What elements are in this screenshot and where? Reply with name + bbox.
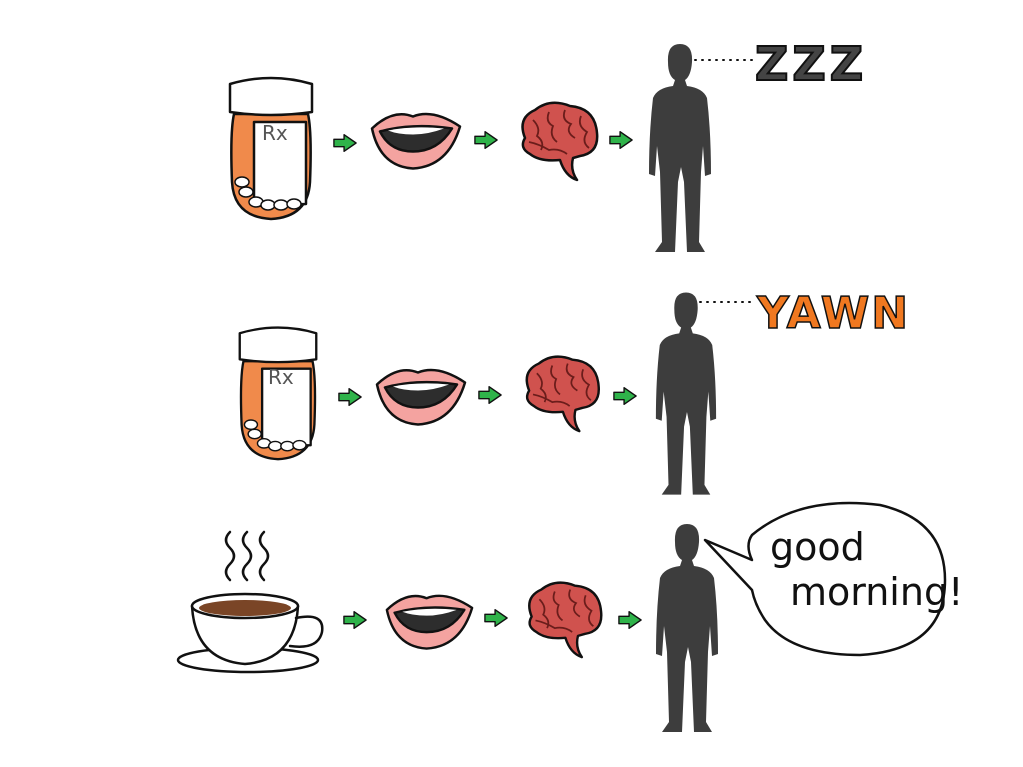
brain-icon — [525, 355, 601, 433]
person-silhouette-icon — [656, 524, 718, 732]
mouth-icon — [370, 112, 462, 170]
pill-bottle-icon — [228, 76, 314, 221]
arrow-right-icon — [609, 130, 633, 150]
speech-text-morning: morning! — [790, 570, 963, 614]
speech-text-good: good — [770, 525, 865, 569]
mouth-icon — [385, 594, 474, 650]
arrow-right-icon — [333, 133, 357, 153]
row-3-coffee-to-morning: good morning! — [176, 501, 963, 732]
person-silhouette-icon — [655, 292, 717, 495]
arrow-right-icon — [474, 130, 498, 150]
rx-label: Rx — [262, 121, 288, 145]
brain-icon — [521, 101, 599, 182]
arrow-right-icon — [338, 387, 362, 407]
arrow-right-icon — [613, 386, 637, 406]
row-1-pill-to-sleep: Rx ZZZ — [228, 36, 867, 252]
arrow-right-icon — [618, 610, 642, 630]
rx-label: Rx — [268, 365, 294, 389]
coffee-cup-icon — [176, 592, 324, 674]
steam-icon — [224, 530, 270, 582]
pill-bottle-icon — [238, 326, 318, 461]
zzz-text: ZZZ — [755, 37, 867, 91]
arrow-right-icon — [484, 608, 508, 628]
row-2-pill-to-yawn: Rx YAWN — [238, 287, 910, 495]
arrow-right-icon — [343, 610, 367, 630]
yawn-text: YAWN — [756, 288, 910, 339]
brain-icon — [528, 581, 603, 659]
person-silhouette-icon — [649, 44, 711, 252]
mouth-icon — [375, 368, 467, 426]
speech-bubble — [703, 501, 947, 657]
arrow-right-icon — [478, 385, 502, 405]
